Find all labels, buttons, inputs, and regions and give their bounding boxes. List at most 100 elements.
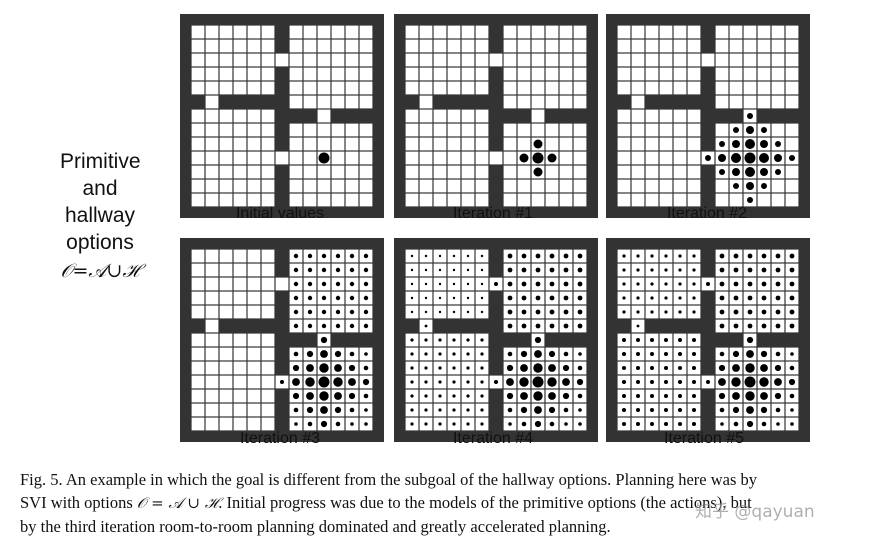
gridworld-cell (219, 277, 233, 291)
value-dot (790, 408, 794, 412)
gridworld-cell (345, 53, 359, 67)
value-dot (622, 338, 626, 342)
gridworld-cell (631, 123, 645, 137)
gridworld-cell (247, 39, 261, 53)
value-dot (692, 268, 696, 272)
value-dot (319, 363, 329, 373)
value-dot (622, 268, 626, 272)
value-dot (334, 392, 342, 400)
value-dot (789, 253, 795, 259)
gridworld-cell (447, 109, 461, 123)
gridworld-cell (317, 67, 331, 81)
value-dot (452, 408, 456, 412)
gridworld-cell (191, 123, 205, 137)
value-dot (761, 267, 767, 273)
gridworld-cell (247, 109, 261, 123)
gridworld-cell (617, 123, 631, 137)
value-dot (521, 253, 527, 259)
gridworld-cell (261, 123, 275, 137)
gridworld-cell (261, 249, 275, 263)
value-dot (506, 364, 514, 372)
gridworld-cell (489, 53, 503, 67)
value-dot (650, 254, 654, 258)
gridworld-cell (261, 347, 275, 361)
gridworld-cell (345, 123, 359, 137)
value-dot (664, 310, 668, 314)
value-dot (636, 324, 640, 328)
gridworld-cell (205, 403, 219, 417)
gridworld-cell (447, 81, 461, 95)
value-dot (521, 323, 527, 329)
gridworld-cell (405, 109, 419, 123)
gridworld-cell (317, 165, 331, 179)
gridworld-cell (503, 95, 517, 109)
gridworld-cell (275, 151, 289, 165)
value-dot (745, 167, 755, 177)
gridworld-cell (219, 179, 233, 193)
value-dot (664, 296, 668, 300)
gridworld-cell (517, 95, 531, 109)
value-dot (636, 296, 640, 300)
gridworld-cell (673, 67, 687, 81)
gridworld-cell (503, 53, 517, 67)
value-dot (775, 407, 781, 413)
gridworld-cell (247, 305, 261, 319)
gridworld-cell (617, 25, 631, 39)
gridworld-cell (743, 53, 757, 67)
gridworld-cell (261, 109, 275, 123)
gridworld-cell (785, 95, 799, 109)
gridworld-cell (573, 179, 587, 193)
value-dot (622, 394, 626, 398)
value-dot (719, 323, 725, 329)
gridworld-cell (303, 193, 317, 207)
gridworld-cell (517, 193, 531, 207)
gridworld-cell (219, 263, 233, 277)
gridworld-cell (359, 53, 373, 67)
gridworld-cell (233, 375, 247, 389)
value-dot (563, 295, 569, 301)
value-dot (761, 127, 767, 133)
gridworld-cell (419, 123, 433, 137)
value-dot (335, 295, 341, 301)
value-dot (507, 407, 513, 413)
value-dot (761, 309, 767, 315)
value-dot (664, 408, 668, 412)
value-dot (452, 296, 456, 300)
gridworld-cell (531, 193, 545, 207)
value-dot (746, 420, 754, 428)
gridworld-cell (631, 165, 645, 179)
value-dot (424, 268, 428, 272)
value-dot (761, 323, 767, 329)
value-dot (292, 378, 300, 386)
gridworld-cell (275, 53, 289, 67)
gridworld-cell (219, 109, 233, 123)
gridworld-cell (317, 179, 331, 193)
gridworld-cell (573, 137, 587, 151)
gridworld-cell (687, 151, 701, 165)
value-dot (306, 350, 314, 358)
gridworld-cell (247, 417, 261, 431)
gridworld-cell (545, 165, 559, 179)
value-dot (747, 253, 753, 259)
gridworld-cell (573, 25, 587, 39)
gridworld-cell (517, 25, 531, 39)
gridworld-cell (233, 165, 247, 179)
gridworld-cell (673, 137, 687, 151)
value-dot (692, 422, 696, 426)
gridworld-cell (317, 193, 331, 207)
value-dot (747, 267, 753, 273)
value-dot (775, 295, 781, 301)
gridworld-cell (261, 179, 275, 193)
gridworld-cell (247, 403, 261, 417)
gridworld-cell (247, 347, 261, 361)
value-dot (719, 141, 725, 147)
gridworld-cell (191, 193, 205, 207)
value-dot (547, 377, 557, 387)
value-dot (718, 154, 726, 162)
gridworld-cell (461, 193, 475, 207)
value-dot (622, 282, 626, 286)
value-dot (438, 394, 442, 398)
gridworld-cell (475, 67, 489, 81)
value-dot (746, 406, 754, 414)
gridworld-cell (331, 67, 345, 81)
